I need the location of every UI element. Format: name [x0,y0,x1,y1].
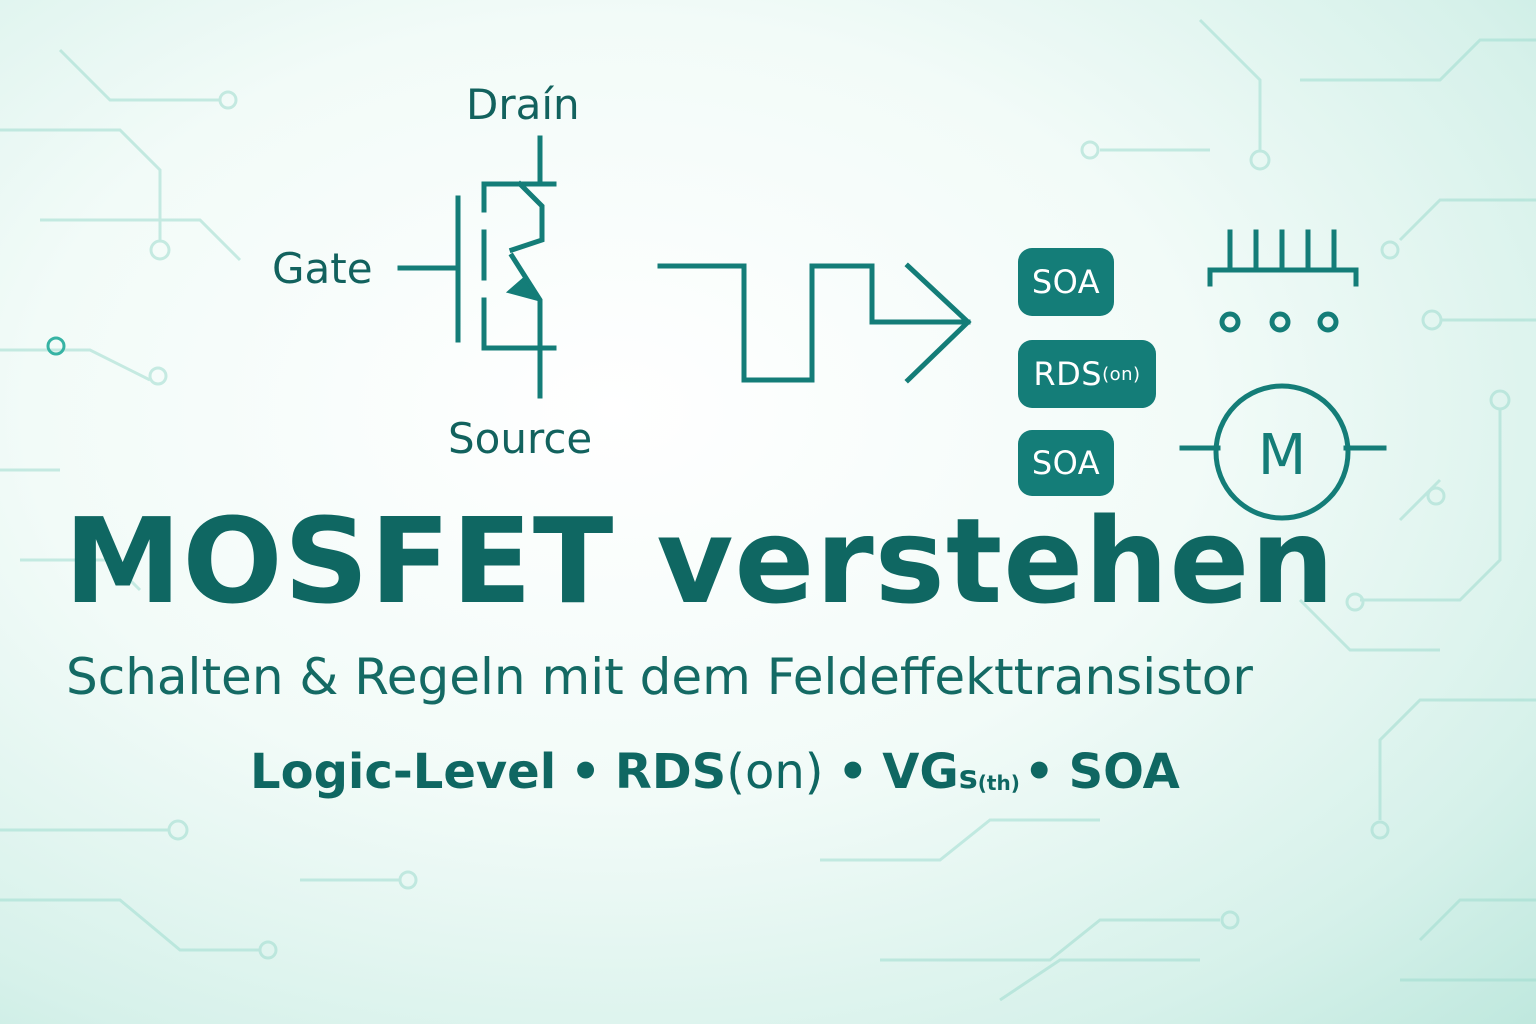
heatsink-icon [1207,229,1359,333]
keyword-rds-paren: (on) [726,744,824,800]
badge-subscript: (on) [1102,363,1141,385]
keyword-vgs-th: VGs(th) [882,744,1020,800]
badge-text: RDS [1033,355,1103,393]
keyword-logic-level: Logic-Level [250,744,557,800]
gate-label: Gate [272,244,373,293]
pwm-signal-arrow [657,262,972,384]
keyword-separator: • [837,744,869,800]
badge-text: SOA [1031,444,1101,482]
keyword-soa: SOA [1068,744,1180,800]
mosfet-arrow [505,276,541,302]
keyword-vgs-sub: (th) [977,771,1020,795]
keyword-line: Logic-Level•RDS(on)•VGs(th)•SOA [250,748,1180,796]
keyword-rds-main: RDS [614,744,727,800]
motor-letter: M [1258,423,1306,488]
keyword-vgs-main: VG [882,744,959,800]
source-label: Source [448,414,593,463]
badge-text: SOA [1031,263,1101,301]
keyword-separator: • [1023,744,1055,800]
page-title: MOSFET verstehen [64,492,1336,630]
subtitle: Schalten & Regeln mit dem Feldeffekttran… [66,648,1253,706]
rds-on-badge: RDS(on) [1018,340,1156,408]
soa-badge: SOA [1018,248,1114,316]
motor-icon [1179,383,1387,521]
mosfet-symbol [397,135,557,399]
keyword-rds-on: RDS(on) [615,744,824,800]
keyword-vgs-small: s [958,758,978,796]
keyword-separator: • [570,744,601,800]
soa-badge-2: SOA [1018,430,1114,496]
drain-label: Draín [466,80,580,129]
